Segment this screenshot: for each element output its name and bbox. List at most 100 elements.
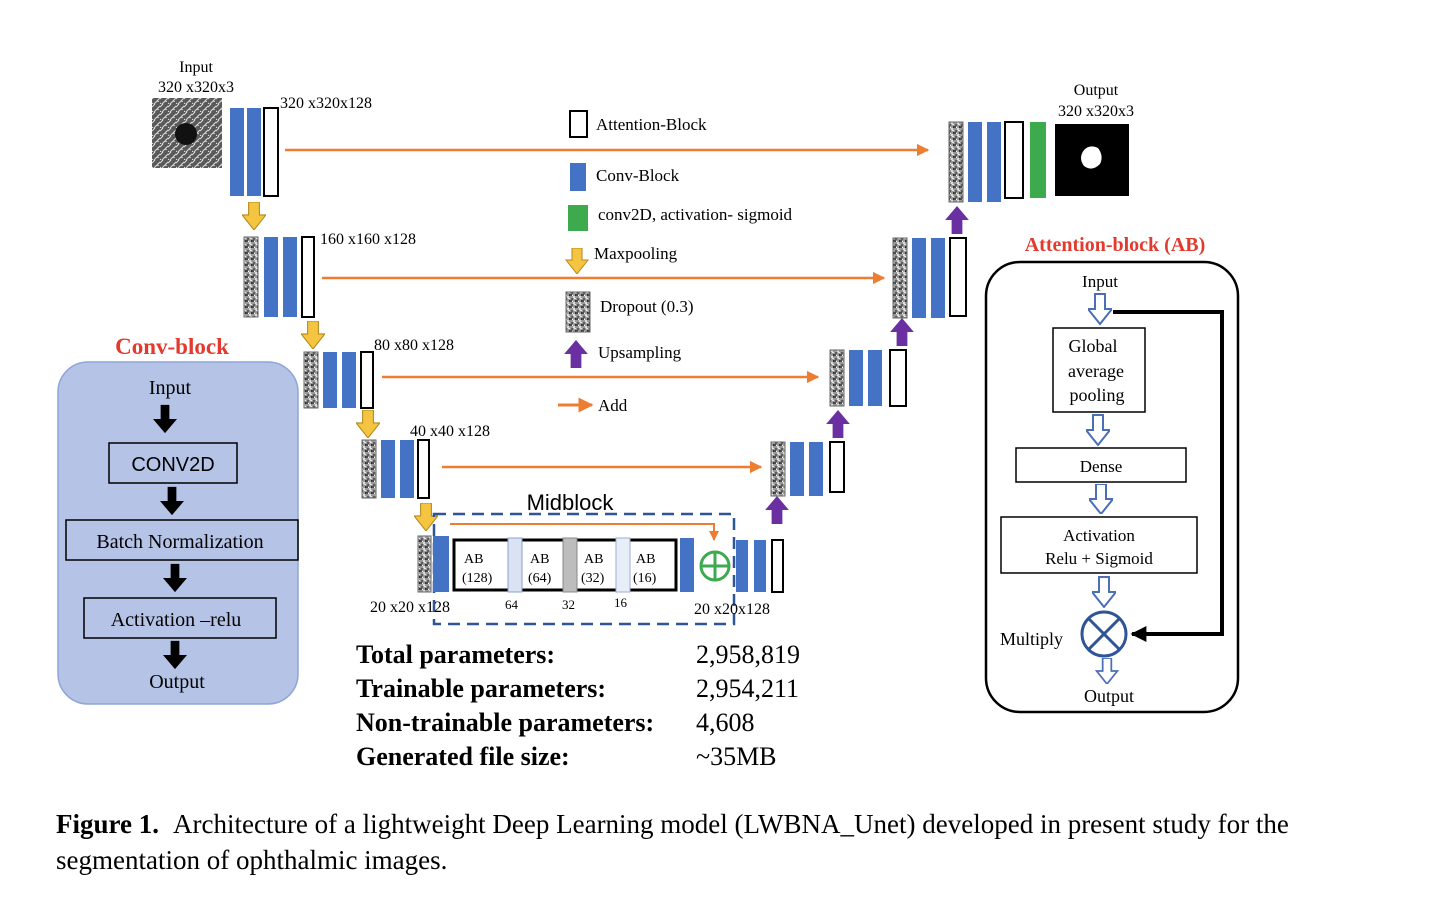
ab-output-label: Output (1084, 686, 1134, 706)
legend-sigmoid-label: conv2D, activation- sigmoid (598, 205, 793, 224)
conv2d-label: CONV2D (131, 454, 214, 476)
conv2d-box (108, 442, 238, 484)
enc3-dims: 80 x80 x128 (374, 337, 454, 354)
legend-upsampling-label: Upsampling (598, 343, 682, 362)
dec2-attention-block (949, 237, 967, 317)
legend-conv-label: Conv-Block (596, 166, 680, 185)
param-label: Trainable parameters: (356, 674, 607, 703)
ab-activation-label-1: Activation (1063, 526, 1135, 545)
dec1-attention-block (1004, 121, 1024, 199)
mid-right-dims: 20 x20x128 (694, 601, 770, 618)
enc2-conv-block (264, 237, 278, 317)
input-image (152, 98, 222, 168)
legend-attention-label: Attention-Block (596, 115, 707, 134)
output-dims: 320 x320x3 (1058, 103, 1134, 120)
enc2-dropout-block (243, 236, 259, 318)
activation-relu-box (83, 597, 277, 639)
dec4-conv-block (790, 442, 804, 496)
enc2-dims: 160 x160 x128 (320, 231, 416, 248)
param-value: 2,958,819 (696, 640, 800, 669)
ab-32: AB (32) (581, 552, 605, 586)
mid-out-conv-block (754, 540, 766, 592)
legend-dropout-swatch (565, 291, 591, 333)
legend-upsampling-icon (564, 340, 588, 368)
enc2-attention-block (301, 236, 315, 318)
upsampling-arrow (945, 206, 969, 234)
sigmoid-conv-block (1030, 122, 1046, 198)
ab-128: AB (128) (462, 552, 493, 586)
svg-text:AB: AB (464, 552, 483, 567)
enc3-attention-block (360, 351, 374, 409)
enc3-conv-block (342, 352, 356, 408)
maxpool-arrow (301, 321, 325, 349)
mid-out-conv-block (736, 540, 748, 592)
legend-conv-swatch (570, 163, 586, 191)
ab-input-label: Input (1082, 272, 1118, 291)
add-icon (699, 550, 731, 582)
dec4-dropout-block (770, 441, 786, 497)
enc3-dropout-block (303, 351, 319, 409)
dec3-attention-block (889, 349, 907, 407)
enc1-attention-block (263, 107, 279, 197)
param-value: 2,954,211 (696, 674, 800, 703)
legend-dropout-label: Dropout (0.3) (600, 297, 693, 316)
enc1-dims: 320 x320x128 (280, 95, 372, 112)
attention-block-panel (984, 260, 1240, 714)
conv-block-title: Conv-block (115, 334, 229, 359)
enc4-attention-block (417, 439, 430, 499)
figure-caption: Figure 1.Architecture of a lightweight D… (56, 806, 1426, 878)
batchnorm-label: Batch Normalization (96, 531, 263, 553)
enc4-conv-block (400, 440, 414, 498)
upsampling-arrow (890, 318, 914, 346)
param-label: Non-trainable parameters: (356, 708, 655, 737)
mid-residual-arrow (450, 523, 719, 541)
enc4-conv-block (381, 440, 395, 498)
dec1-conv-block (968, 122, 982, 202)
legend-maxpool-icon (565, 248, 589, 274)
mid-width-16: 16 (614, 595, 628, 610)
legend-sigmoid-swatch (568, 205, 588, 231)
conv-block-output: Output (149, 671, 205, 693)
output-title: Output (1074, 82, 1119, 99)
maxpool-arrow (242, 202, 266, 230)
attention-block-title: Attention-block (AB) (1025, 234, 1206, 256)
param-label: Total parameters: (356, 640, 556, 669)
output-mask-image (1055, 124, 1129, 196)
figure-caption-text: Architecture of a lightweight Deep Learn… (56, 809, 1289, 875)
maxpool-arrow (356, 410, 380, 438)
batchnorm-box (65, 519, 299, 561)
param-value: ~35MB (696, 742, 777, 771)
enc1-conv-block (230, 108, 244, 196)
param-value: 4,608 (696, 708, 755, 737)
multiply-label: Multiply (1000, 629, 1063, 649)
mid-width-64: 64 (505, 597, 519, 612)
mid-narrow-block (615, 537, 631, 593)
enc1-conv-block (247, 108, 261, 196)
svg-text:AB: AB (530, 552, 549, 567)
dec3-dropout-block (829, 349, 845, 407)
input-title: Input (179, 59, 213, 76)
conv-block-input: Input (149, 377, 192, 399)
enc4-dims: 40 x40 x128 (410, 423, 490, 440)
ab-activation-box (1000, 516, 1198, 574)
svg-text:(32): (32) (581, 571, 605, 586)
mid-width-32: 32 (562, 597, 575, 612)
dense-box (1015, 447, 1187, 483)
svg-text:(64): (64) (528, 571, 552, 586)
upsampling-arrow (765, 496, 789, 524)
dec3-conv-block (849, 350, 863, 406)
dec1-conv-block (987, 122, 1001, 202)
gap-label-2: average (1068, 361, 1124, 381)
figure-label: Figure 1. (56, 809, 159, 839)
ab-skip-path (1113, 310, 1224, 642)
dec3-conv-block (868, 350, 882, 406)
param-label: Generated file size: (356, 742, 570, 771)
multiply-icon (1080, 610, 1128, 658)
activation-relu-label: Activation –relu (111, 609, 242, 631)
legend-attention-swatch (569, 110, 588, 138)
ab-64: AB (64) (528, 552, 552, 586)
midblock-title: Midblock (527, 490, 615, 515)
mid-conv-block (680, 538, 694, 592)
enc2-conv-block (283, 237, 297, 317)
